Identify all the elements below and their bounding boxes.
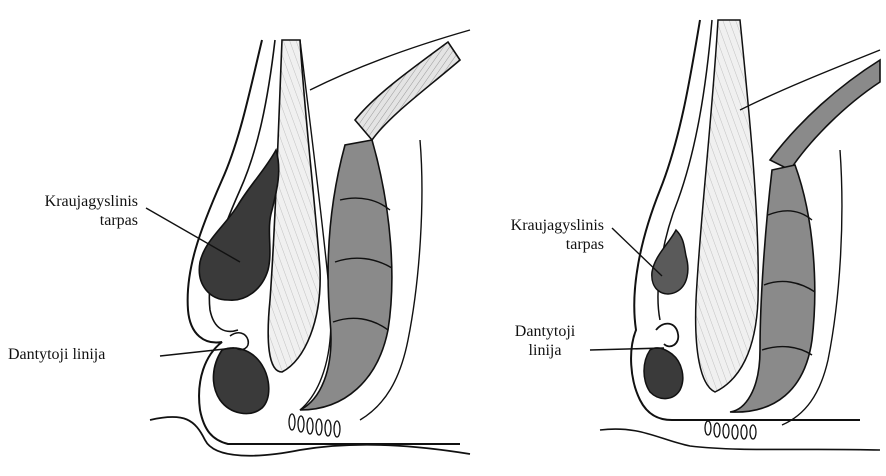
left-levator-ani <box>355 42 460 140</box>
right-anatomy-figure <box>600 20 880 450</box>
right-dentate-line-label: Dantytoji linija <box>500 322 590 360</box>
right-perianal-skin <box>600 429 880 450</box>
left-anatomy-figure <box>150 30 470 456</box>
left-vessel-space-label: Kraujagyslinis tarpas <box>8 192 138 230</box>
left-dentate-line-label: Dantytoji linija <box>8 345 168 364</box>
left-internal-sphincter <box>268 40 320 372</box>
right-anal-crypt <box>656 324 678 347</box>
right-vessel-space-label: Kraujagyslinis tarpas <box>470 216 604 254</box>
left-lower-vessel-plexus <box>213 348 268 414</box>
right-anal-glands <box>705 421 756 439</box>
left-anal-glands <box>289 414 340 437</box>
right-vessel-space-label-line1: Kraujagyslinis <box>470 216 604 235</box>
right-internal-sphincter <box>696 20 759 392</box>
left-dentate-line-label-text: Dantytoji linija <box>8 345 168 364</box>
right-vessel-space-label-line2: tarpas <box>470 235 604 254</box>
left-upper-vessel-plexus <box>199 150 278 300</box>
left-perianal-skin <box>150 417 470 456</box>
right-upper-vessel-plexus <box>652 230 688 294</box>
right-levator-ani <box>770 60 880 170</box>
right-dentate-line-label-line1: Dantytoji <box>500 322 590 341</box>
left-vessel-space-label-line1: Kraujagyslinis <box>8 192 138 211</box>
left-vessel-space-label-line2: tarpas <box>8 211 138 230</box>
left-anal-crypt <box>230 333 248 350</box>
right-lower-vessel-plexus <box>644 348 683 399</box>
right-dentate-line-label-line2: linija <box>500 341 590 360</box>
